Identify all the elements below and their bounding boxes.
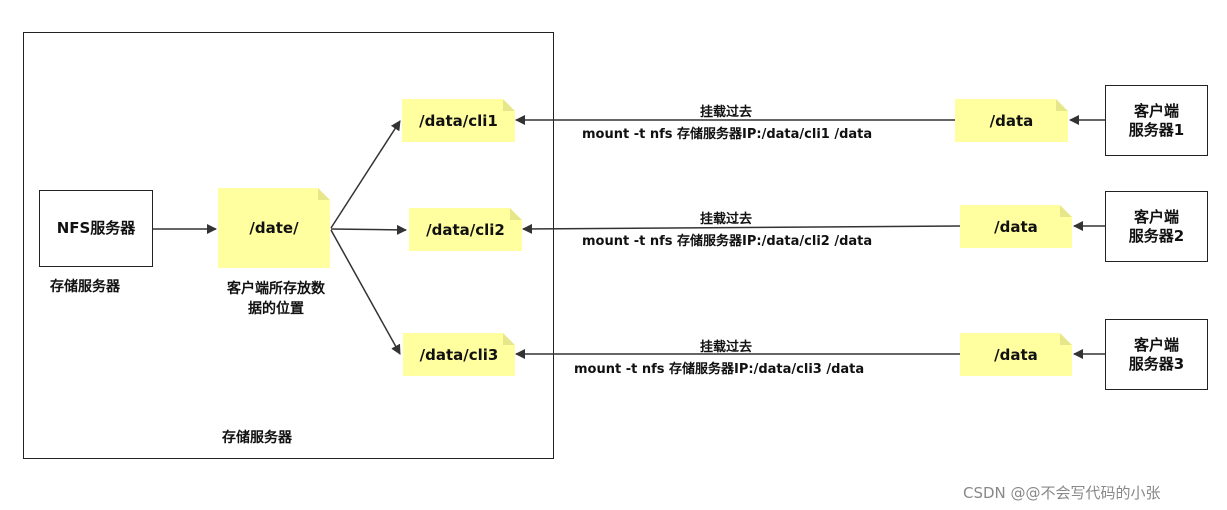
client-server-3-line1: 客户端 bbox=[1133, 335, 1179, 354]
mount-action-1: 挂载过去 bbox=[700, 105, 753, 120]
arrow-date-to-cli3 bbox=[330, 229, 401, 355]
storage-server-frame bbox=[23, 32, 554, 459]
cli3-directory-note: /data/cli3 bbox=[403, 333, 515, 376]
client3-data-note: /data bbox=[960, 333, 1072, 376]
client-server-1-box: 客户端 服务器1 bbox=[1105, 85, 1208, 156]
date-caption-line2: 据的位置 bbox=[248, 301, 304, 317]
cli1-directory-note: /data/cli1 bbox=[402, 99, 515, 142]
arrow-mount-2 bbox=[522, 223, 961, 234]
client-server-2-line1: 客户端 bbox=[1133, 207, 1179, 226]
nfs-server-box: NFS服务器 bbox=[39, 190, 153, 267]
date-directory-note: /date/ bbox=[218, 188, 330, 268]
nfs-server-caption: 存储服务器 bbox=[50, 279, 120, 295]
storage-server-label: 存储服务器 bbox=[222, 430, 292, 446]
arrow-date-to-cli1 bbox=[330, 120, 401, 229]
mount-action-2: 挂载过去 bbox=[700, 212, 753, 227]
arrow-date-to-cli2 bbox=[330, 224, 407, 235]
cli2-directory-note: /data/cli2 bbox=[409, 208, 522, 251]
client1-data-note: /data bbox=[955, 99, 1068, 142]
client-server-2-box: 客户端 服务器2 bbox=[1105, 191, 1208, 262]
client-server-3-box: 客户端 服务器3 bbox=[1105, 319, 1208, 390]
client-server-3-line2: 服务器3 bbox=[1128, 354, 1185, 373]
mount-command-3: mount -t nfs 存储服务器IP:/data/cli3 /data bbox=[574, 362, 865, 377]
client2-data-note: /data bbox=[960, 205, 1072, 248]
mount-command-2: mount -t nfs 存储服务器IP:/data/cli2 /data bbox=[582, 234, 873, 249]
date-caption-line1: 客户端所存放数 bbox=[227, 281, 325, 297]
client-server-2-line2: 服务器2 bbox=[1128, 226, 1185, 245]
mount-command-1: mount -t nfs 存储服务器IP:/data/cli1 /data bbox=[582, 127, 873, 142]
client-server-1-line2: 服务器1 bbox=[1128, 120, 1185, 139]
date-directory-caption: 客户端所存放数 据的位置 bbox=[214, 279, 338, 319]
client-server-1-line1: 客户端 bbox=[1133, 101, 1179, 120]
csdn-watermark: CSDN @@不会写代码的小张 bbox=[963, 484, 1161, 502]
mount-action-3: 挂载过去 bbox=[700, 340, 753, 355]
